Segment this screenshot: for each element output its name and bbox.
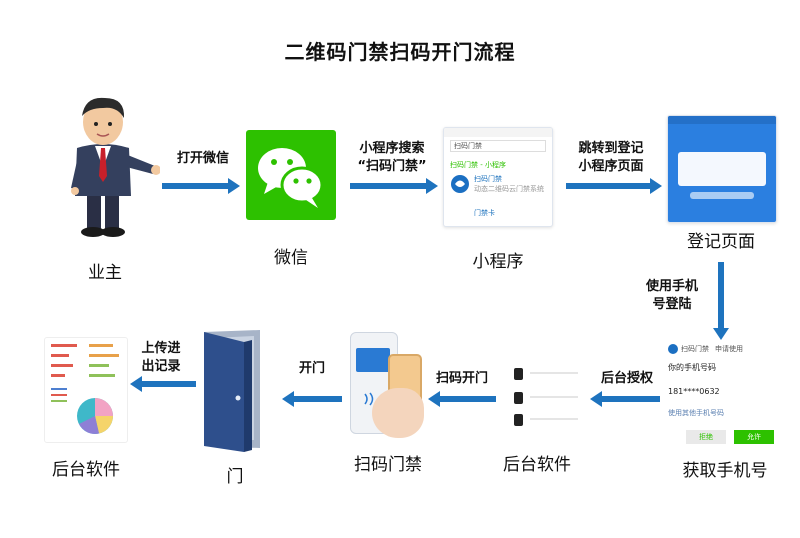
search-query: 扫码门禁	[454, 142, 482, 150]
node-label-door: 门	[226, 467, 244, 487]
app-logo-icon	[668, 344, 678, 354]
hand	[372, 388, 424, 438]
result-name: 扫码门禁	[474, 175, 502, 183]
arrow-authorize	[590, 391, 660, 407]
edge-label-search: 小程序搜索 “扫码门禁”	[350, 140, 434, 176]
arrow-upload	[130, 376, 196, 392]
node-label-miniprogram: 小程序	[472, 252, 524, 272]
phone-number: 181****0632	[668, 387, 720, 396]
edge-label-open-wechat: 打开微信	[176, 151, 229, 166]
edge-label-login: 使用手机 号登陆	[640, 278, 704, 314]
allow-button[interactable]: 允许	[734, 430, 774, 444]
arrow-scan-open	[428, 391, 496, 407]
edge-label-jump: 跳转到登记 小程序页面	[568, 140, 654, 176]
arrow-search	[350, 178, 438, 194]
node-label-register-page: 登记页面	[687, 232, 755, 252]
phone-app-name: 扫码门禁	[681, 345, 709, 353]
node-label-scan-door: 扫码门禁	[354, 455, 422, 475]
phone-other: 使用其他手机号码	[668, 409, 724, 417]
wechat-bubbles-icon	[258, 148, 324, 208]
arrow-login	[713, 262, 729, 340]
edge-label-login-line2: 号登陆	[652, 297, 692, 312]
backend-screen-1	[500, 350, 582, 434]
edge-label-upload-line2: 出记录	[141, 359, 181, 374]
node-label-backend-2: 后台软件	[52, 460, 120, 480]
edge-label-login-line1: 使用手机	[645, 279, 698, 294]
nfc-waves-icon	[364, 392, 374, 406]
phone-request: 申请使用	[715, 345, 743, 353]
diagram-title: 二维码门禁扫码开门流程	[284, 40, 516, 64]
edge-label-upload: 上传进 出记录	[136, 340, 186, 376]
edge-label-open-door: 开门	[298, 361, 325, 376]
search-section-label: 扫码门禁 - 小程序	[450, 161, 506, 169]
node-label-backend-1: 后台软件	[503, 455, 571, 475]
edge-label-authorize: 后台授权	[600, 371, 653, 386]
arrow-open-door	[282, 391, 342, 407]
edge-label-search-line1: 小程序搜索	[359, 141, 425, 156]
arrow-jump	[566, 178, 662, 194]
wechat-logo	[246, 130, 336, 220]
node-label-wechat: 微信	[274, 248, 308, 268]
register-page-screen	[667, 115, 777, 223]
edge-label-upload-line1: 上传进	[141, 341, 181, 356]
arrow-open-wechat	[162, 178, 240, 194]
result-desc: 动态二维码云门禁系统	[474, 185, 544, 193]
scan-door-device	[346, 330, 426, 442]
edge-label-jump-line1: 跳转到登记	[578, 141, 644, 156]
phone-prompt: 你的手机号码	[668, 363, 716, 372]
backend-dashboard	[44, 337, 128, 443]
miniprogram-logo-icon	[451, 175, 469, 193]
miniprogram-search-screen: 扫码门禁 扫码门禁 - 小程序 扫码门禁 动态二维码云门禁系统 门禁卡	[443, 127, 553, 227]
edge-label-search-line2: “扫码门禁”	[357, 159, 427, 174]
node-label-get-phone: 获取手机号	[682, 461, 768, 481]
pie-chart-icon	[77, 398, 113, 434]
edge-label-scan-open: 扫码开门	[435, 371, 488, 386]
door-icon	[204, 330, 260, 452]
result-next: 门禁卡	[474, 209, 495, 217]
edge-label-jump-line2: 小程序页面	[578, 159, 644, 174]
get-phone-screen: 扫码门禁 申请使用 你的手机号码 181****0632 使用其他手机号码 拒绝…	[668, 344, 786, 456]
owner-figure	[71, 97, 160, 237]
node-label-owner: 业主	[88, 263, 122, 283]
reject-button[interactable]: 拒绝	[686, 430, 726, 444]
